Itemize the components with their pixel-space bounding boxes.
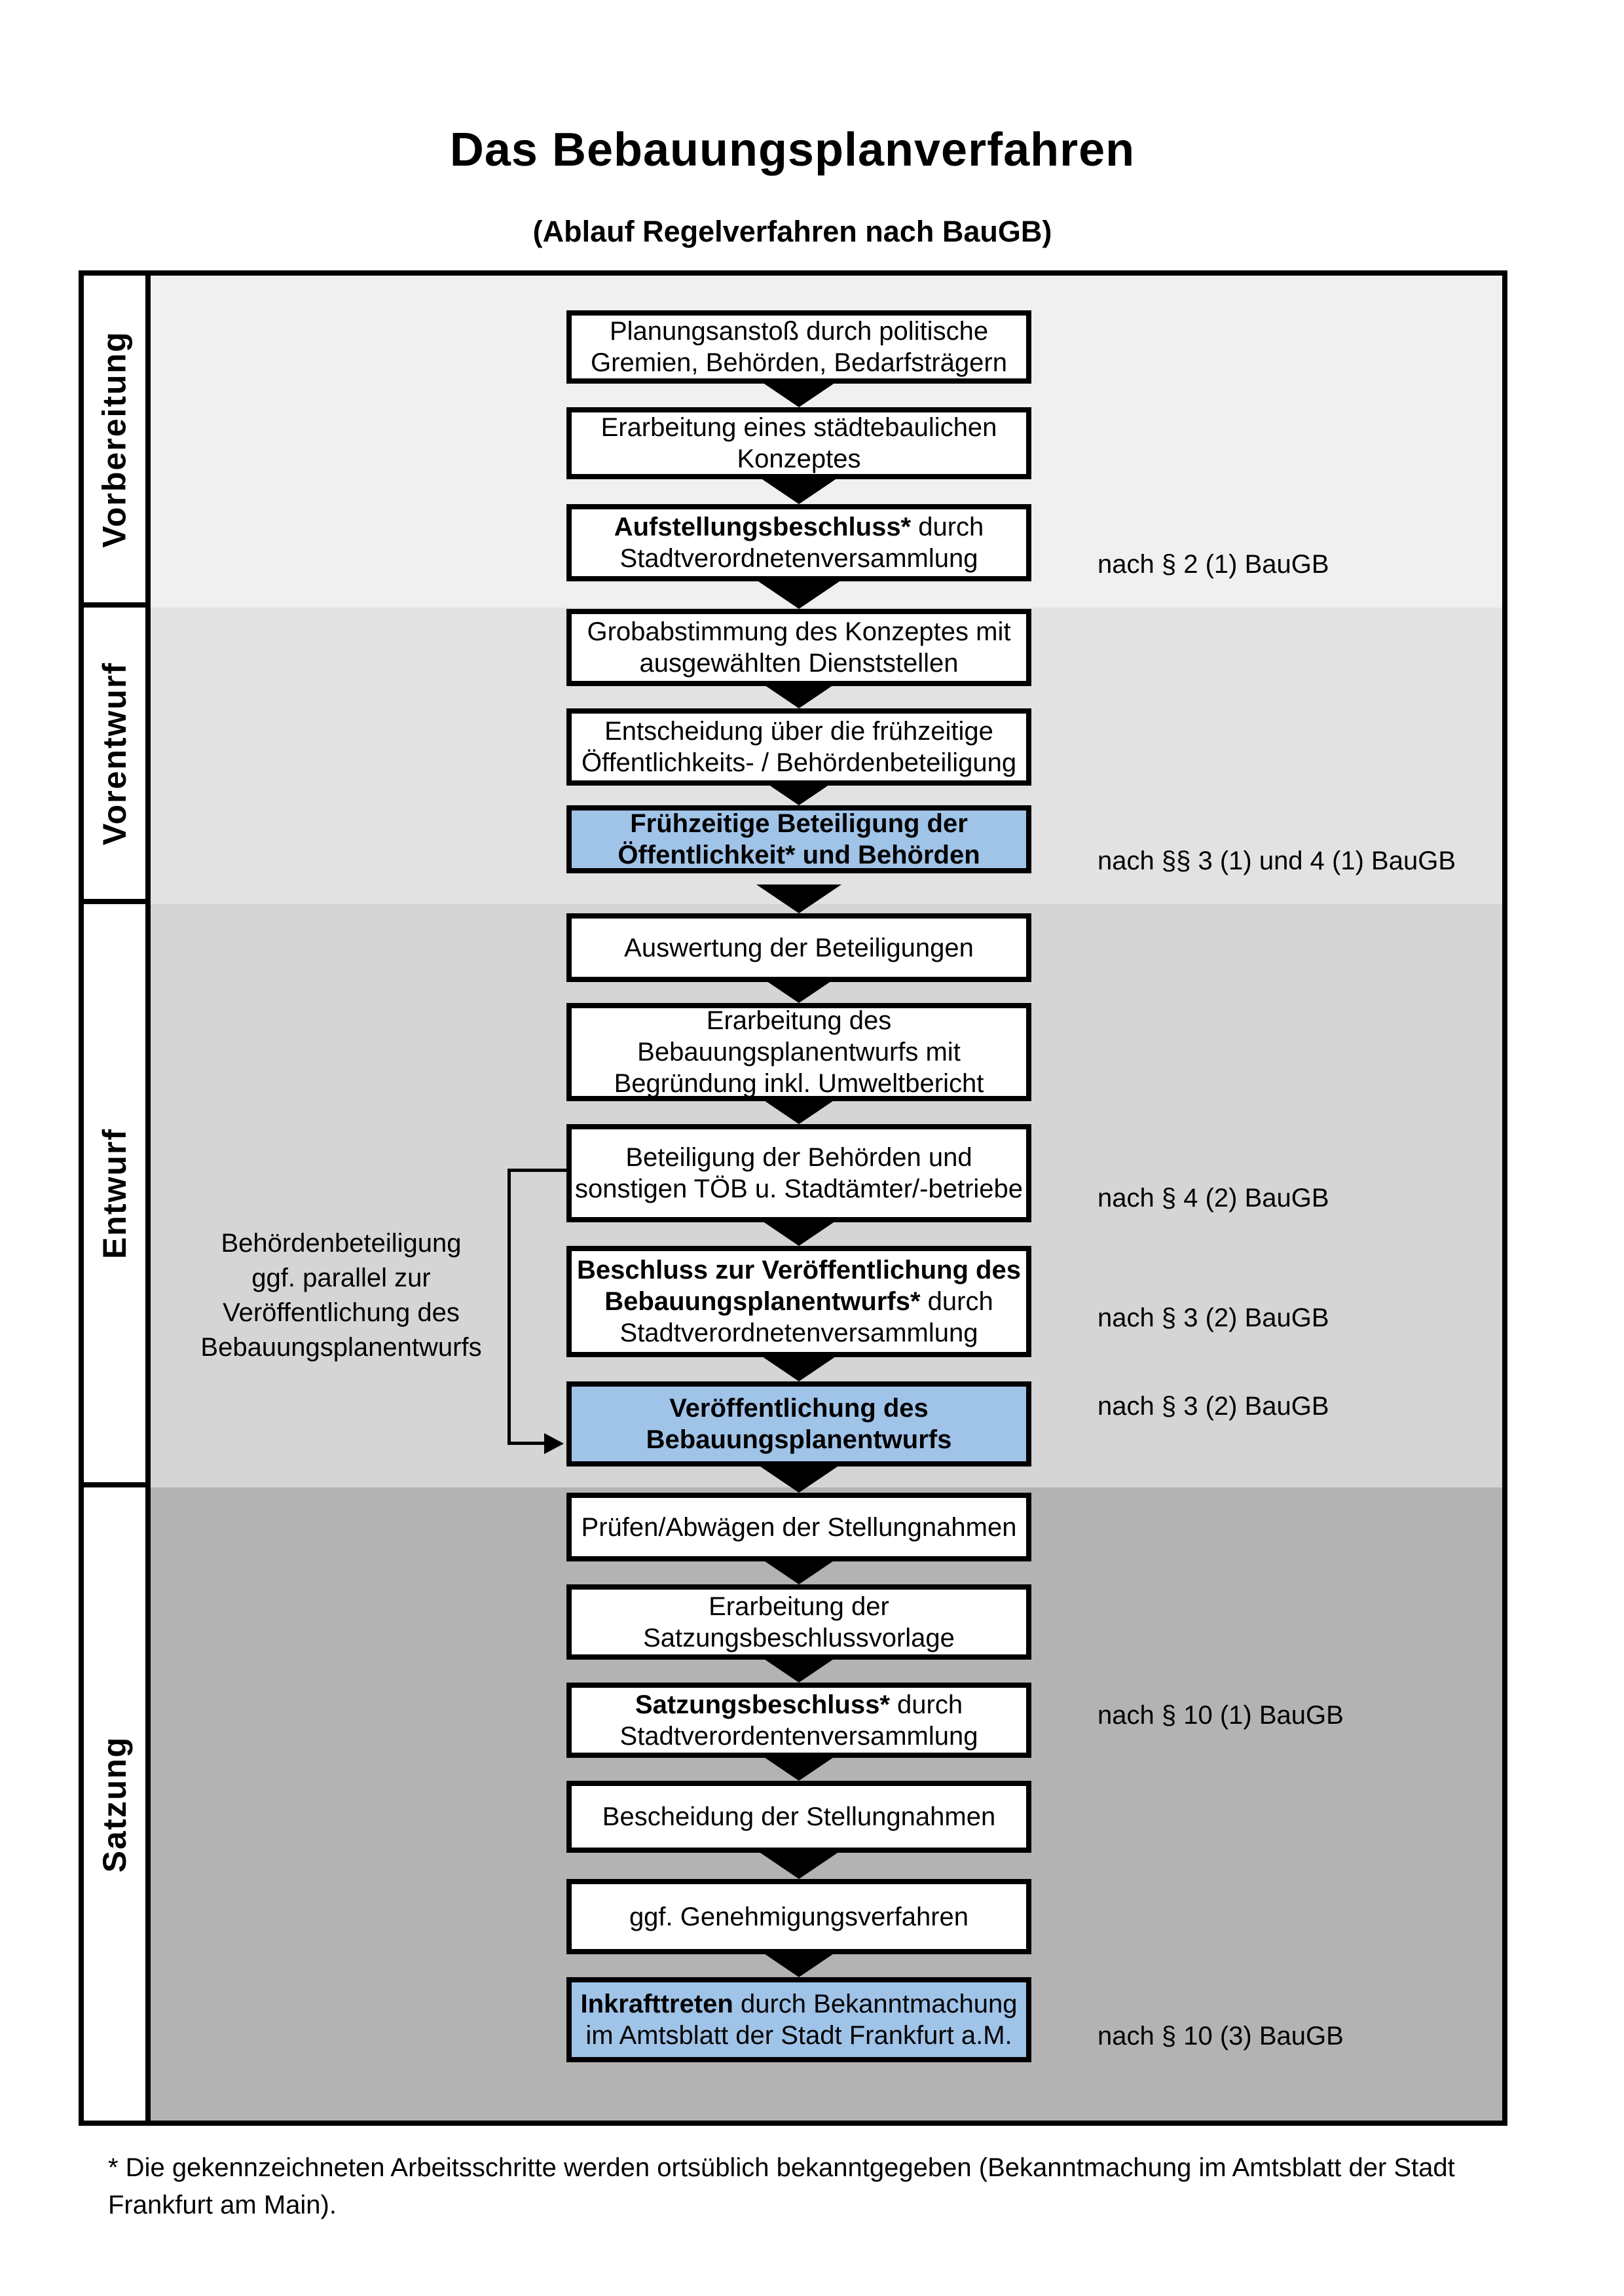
phase-label-cell-satzung: Satzung — [84, 1487, 151, 2121]
step-planungsanstoss: Planungsanstoß durch politische Gremien,… — [566, 310, 1031, 384]
step-grobabstimmung: Grobabstimmung des Konzeptes mit ausgewä… — [566, 609, 1031, 686]
step-text-line: ausgewählten Dienststellen — [639, 649, 959, 678]
step-text-line: im Amtsblatt der Stadt Frankfurt a.M. — [585, 2021, 1012, 2050]
step-text-line: Erarbeitung des — [706, 1006, 892, 1035]
step-text-line: Frühzeitige Beteiligung der — [630, 809, 968, 838]
step-bescheidung-stellungnahmen: Bescheidung der Stellungnahmen — [566, 1781, 1031, 1853]
step-text-line: Grobabstimmung des Konzeptes mit — [587, 617, 1011, 646]
phase-label-entwurf: Entwurf — [96, 1127, 133, 1259]
step-text-line: Erarbeitung eines städtebaulichen — [600, 413, 997, 442]
step-satzungsbeschluss: Satzungsbeschluss* durch Stadtverordente… — [566, 1683, 1031, 1758]
legal-reference-5: nach § 3 (2) BauGB — [1098, 1392, 1329, 1421]
legal-reference-4: nach § 3 (2) BauGB — [1098, 1303, 1329, 1332]
legal-reference-3: nach § 4 (2) BauGB — [1098, 1184, 1329, 1212]
parallel-connector-vertical-line — [507, 1169, 511, 1445]
step-text-line: Öffentlichkeits- / Behördenbeteiligung — [581, 748, 1017, 777]
step-veroeffentlichung-entwurf: Veröffentlichung des Bebauungsplanentwur… — [566, 1381, 1031, 1467]
flow-arrow-down-icon — [756, 1353, 841, 1381]
step-erarbeitung-bebauungsplanentwurf: Erarbeitung des Bebauungsplanentwurfs mi… — [566, 1003, 1031, 1101]
step-inkrafttreten: Inkrafttreten durch Bekanntmachung im Am… — [566, 1977, 1031, 2062]
step-text-line: Planungsanstoß durch politische — [609, 317, 989, 346]
step-text-line: Stadtverordnetenversammlung — [619, 544, 978, 573]
step-text-line: Beteiligung der Behörden und — [625, 1143, 972, 1172]
footnote: * Die gekennzeichneten Arbeitsschritte w… — [108, 2153, 1455, 2219]
step-text-line: Prüfen/Abwägen der Stellungnahmen — [581, 1512, 1017, 1542]
step-text-line: Gremien, Behörden, Bedarfsträgern — [591, 348, 1007, 377]
step-aufstellungsbeschluss: Aufstellungsbeschluss* durch Stadtverord… — [566, 504, 1031, 581]
step-text-line: Konzeptes — [737, 445, 861, 473]
phase-label-cell-entwurf: Entwurf — [84, 904, 151, 1487]
step-text-line: Entscheidung über die frühzeitige — [604, 717, 993, 746]
step-auswertung-beteiligungen: Auswertung der Beteiligungen — [566, 913, 1031, 982]
step-fruehzeitige-beteiligung: Frühzeitige Beteiligung der Öffentlichke… — [566, 805, 1031, 873]
phase-label-vorentwurf: Vorentwurf — [96, 661, 133, 845]
step-text-line: Aufstellungsbeschluss* durch — [614, 513, 984, 541]
phase-label-vorbereitung: Vorbereitung — [96, 330, 134, 548]
step-text-line: Stadtverordnetenversammlung — [619, 1319, 978, 1347]
parallel-connector-bottom-line — [507, 1442, 548, 1445]
parallel-note: Behördenbeteiligung ggf. parallel zur Ve… — [200, 1229, 482, 1362]
step-text-line: sonstigen TÖB u. Stadtämter/-betriebe — [574, 1175, 1024, 1203]
step-pruefen-abwaegen: Prüfen/Abwägen der Stellungnahmen — [566, 1493, 1031, 1561]
step-text-line: Inkrafttreten durch Bekanntmachung — [580, 1990, 1018, 2018]
legal-reference-7: nach § 10 (3) BauGB — [1098, 2022, 1344, 2050]
page-subtitle: (Ablauf Regelverfahren nach BauGB) — [532, 215, 1052, 248]
legal-reference-6: nach § 10 (1) BauGB — [1098, 1701, 1344, 1730]
step-text-line: Beschluss zur Veröffentlichung des — [577, 1256, 1021, 1285]
step-text-line: Bebauungsplanentwurfs mit — [637, 1038, 961, 1066]
step-text-line: Begründung inkl. Umweltbericht — [614, 1069, 984, 1098]
flowchart: Vorbereitung Vorentwurf Entwurf Satzung … — [79, 270, 1507, 2126]
step-beschluss-veroeffentlichung: Beschluss zur Veröffentlichung des Bebau… — [566, 1246, 1031, 1357]
parallel-connector-arrow-right-icon — [544, 1433, 564, 1454]
step-entscheidung-fruehzeitige-beteiligung: Entscheidung über die frühzeitige Öffent… — [566, 708, 1031, 786]
step-text-line: Veröffentlichung des — [669, 1394, 929, 1423]
step-erarbeitung-satzungsbeschlussvorlage: Erarbeitung der Satzungsbeschlussvorlage — [566, 1584, 1031, 1660]
flow-arrow-down-icon — [756, 1464, 841, 1493]
phase-label-cell-vorentwurf: Vorentwurf — [84, 608, 151, 904]
step-text-line: Bebauungsplanentwurfs — [646, 1425, 952, 1454]
flow-arrow-down-icon — [756, 1850, 841, 1879]
flow-arrow-down-icon — [756, 475, 841, 504]
step-text-line: Öffentlichkeit* und Behörden — [618, 841, 980, 869]
flow-arrow-down-icon — [756, 580, 841, 609]
step-genehmigungsverfahren: ggf. Genehmigungsverfahren — [566, 1879, 1031, 1954]
phase-label-satzung: Satzung — [96, 1736, 133, 1872]
parallel-connector-top-line — [507, 1169, 566, 1172]
step-text-line: Auswertung der Beteiligungen — [624, 933, 974, 962]
step-text-line: Stadtverordentenversammlung — [619, 1721, 978, 1751]
step-text-line: Bebauungsplanentwurfs* durch — [604, 1287, 993, 1316]
step-text-line: Erarbeitung der — [709, 1592, 889, 1621]
step-text-line: Satzungsbeschlussvorlage — [643, 1623, 955, 1652]
phase-label-cell-vorbereitung: Vorbereitung — [84, 276, 151, 608]
step-staedtebauliches-konzept: Erarbeitung eines städtebaulichen Konzep… — [566, 407, 1031, 479]
step-text-line: Bescheidung der Stellungnahmen — [602, 1802, 996, 1831]
step-text-line: ggf. Genehmigungsverfahren — [629, 1902, 969, 1931]
step-text-line: Satzungsbeschluss* durch — [635, 1690, 963, 1719]
step-behoerdenbeteiligung: Beteiligung der Behörden und sonstigen T… — [566, 1124, 1031, 1222]
legal-reference-1: nach § 2 (1) BauGB — [1098, 550, 1329, 579]
flow-arrow-down-icon — [756, 884, 841, 913]
legal-reference-2: nach §§ 3 (1) und 4 (1) BauGB — [1098, 847, 1456, 875]
page-title: Das Bebauungsplanverfahren — [449, 124, 1135, 176]
